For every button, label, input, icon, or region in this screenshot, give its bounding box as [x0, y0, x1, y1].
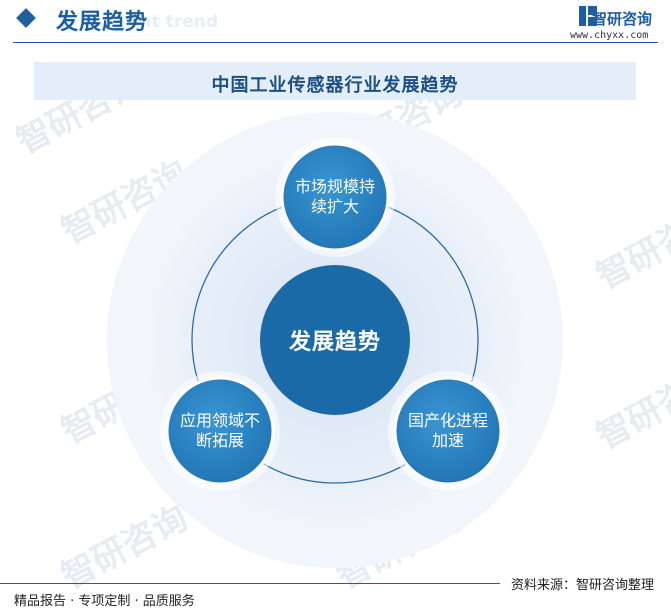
node-localization-line-2: 加速	[431, 431, 464, 450]
banner-title: 中国工业传感器行业发展趋势	[211, 75, 459, 96]
node-localization-line-1: 国产化进程	[407, 411, 488, 430]
center-label: 发展趋势	[288, 330, 381, 355]
source-note: 资料来源：智研咨询整理	[511, 578, 655, 593]
title-banner: 中国工业传感器行业发展趋势	[34, 62, 636, 100]
brand-name: 智研咨询	[592, 10, 653, 28]
brand-url: www.chyxx.com	[570, 30, 649, 41]
footer-divider	[0, 583, 500, 584]
node-localization	[388, 371, 508, 491]
node-market-line-1: 市场规模持	[294, 177, 375, 196]
footer-slogan: 精品报告 · 专项定制 · 品质服务	[14, 594, 195, 609]
node-market-label: 市场规模持 续扩大	[285, 173, 385, 221]
center-circle	[260, 265, 410, 415]
header-divider	[13, 42, 658, 43]
page-title: 发展趋势	[56, 10, 149, 35]
node-application-line-2: 断拓展	[195, 431, 244, 450]
node-application-line-1: 应用领域不	[179, 411, 260, 430]
node-application-label: 应用领域不 断拓展	[170, 407, 270, 455]
header-subtitle: ent trend	[128, 12, 218, 32]
node-application	[160, 371, 280, 491]
brand-logo-icon	[579, 6, 597, 26]
node-market-line-2: 续扩大	[310, 197, 359, 216]
node-localization-label: 国产化进程 加速	[398, 407, 498, 455]
node-market	[275, 137, 395, 257]
